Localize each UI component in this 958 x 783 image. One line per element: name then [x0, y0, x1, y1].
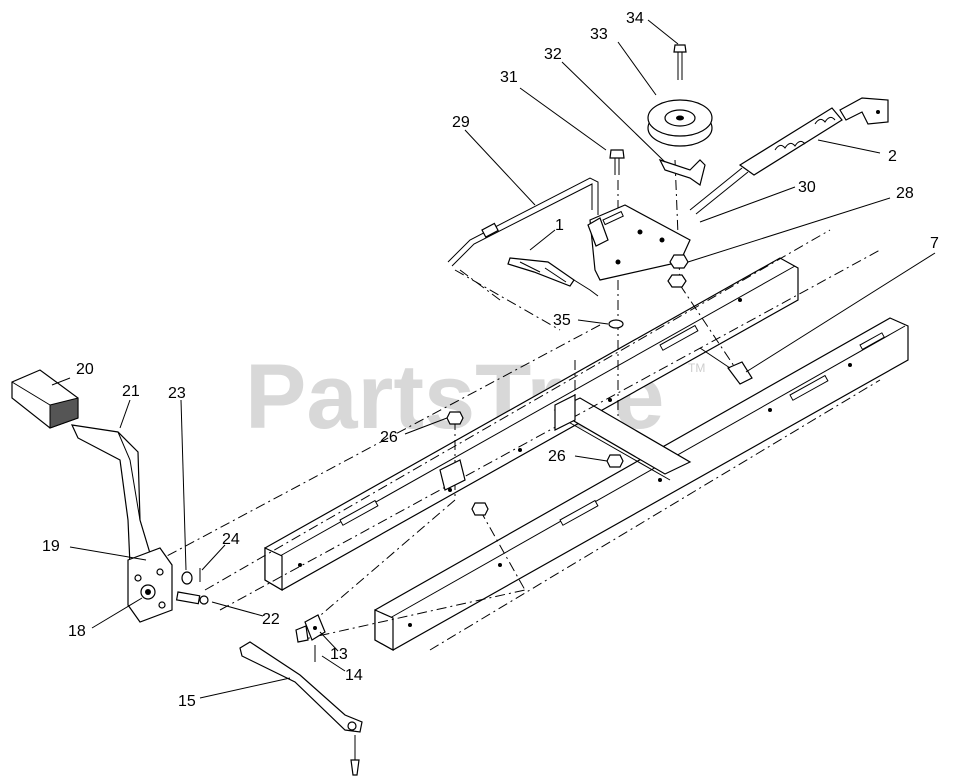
hardware-nuts — [446, 254, 689, 516]
callout-1: 1 — [555, 217, 564, 234]
callout-32: 32 — [544, 46, 562, 63]
callout-2: 2 — [888, 148, 897, 165]
callout-18: 18 — [68, 623, 86, 640]
spring — [507, 257, 599, 297]
frame-rail-lower — [374, 317, 909, 652]
rod-bracket — [295, 614, 326, 662]
callout-33: 33 — [590, 26, 608, 43]
frame-rail-upper — [264, 257, 799, 592]
callout-20: 20 — [76, 361, 94, 378]
idler-bracket — [587, 204, 691, 281]
callout-29: 29 — [452, 114, 470, 131]
callout-19: 19 — [42, 538, 60, 555]
callout-24: 24 — [222, 531, 240, 548]
callout-35: 35 — [553, 312, 571, 329]
callout-28: 28 — [896, 185, 914, 202]
pedal-mount-plate — [127, 547, 173, 623]
brake-rod — [239, 641, 363, 776]
watermark-tm: TM — [688, 361, 705, 375]
callout-31: 31 — [500, 69, 518, 86]
pedal-arm — [70, 424, 153, 576]
callout-15: 15 — [178, 693, 196, 710]
bracket-bolt — [609, 149, 625, 175]
callout-30: 30 — [798, 179, 816, 196]
callout-labels: 1 2 7 13 14 15 18 19 20 21 22 23 24 26 2… — [42, 10, 939, 710]
pulley-bolt — [673, 44, 687, 80]
callout-13: 13 — [330, 646, 348, 663]
pedal-pad — [11, 369, 79, 429]
callout-7: 7 — [930, 235, 939, 252]
pulley-spacer-bracket — [658, 158, 706, 186]
clutch-cable — [699, 347, 753, 385]
callout-22: 22 — [262, 611, 280, 628]
callout-14: 14 — [345, 667, 363, 684]
callout-23: 23 — [168, 385, 186, 402]
assembly-lines — [149, 159, 881, 651]
center-link-plate — [439, 394, 576, 491]
bent-rod — [447, 177, 599, 267]
idler-pulley — [647, 99, 713, 147]
washer-and-bolt — [175, 568, 209, 605]
callout-26-lower: 26 — [548, 448, 566, 465]
callout-34: 34 — [626, 10, 644, 27]
leader-lines — [51, 19, 936, 699]
tension-spring-assembly — [689, 97, 889, 215]
callout-26-upper: 26 — [380, 429, 398, 446]
callout-21: 21 — [122, 383, 140, 400]
